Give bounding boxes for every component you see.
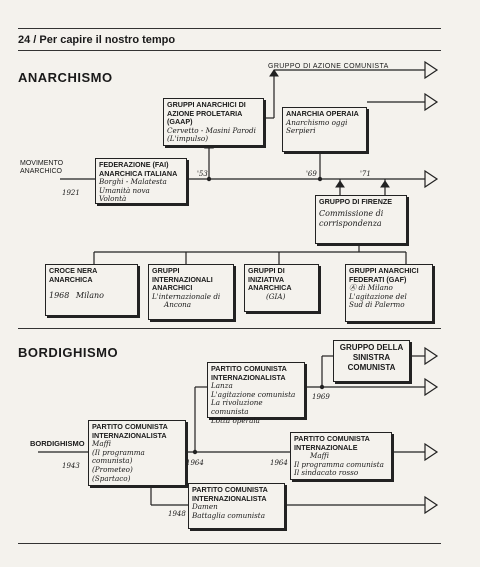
- croce-title: CROCE NERA ANARCHICA: [49, 266, 98, 284]
- gaap-note: (L'impulso): [167, 134, 209, 144]
- pci-internaz-title: PARTITO COMUNISTA INTERNAZIONALE: [294, 434, 370, 452]
- label-year-71: '71: [360, 170, 371, 178]
- pci-internaz-note: Il programma comunista: [294, 459, 384, 469]
- fai-note: Volontà: [99, 194, 127, 204]
- pci-lanza-note: Lotta operaia: [211, 415, 260, 425]
- gaf-title: GRUPPI ANARCHICI FEDERATI (GAF): [349, 266, 419, 284]
- pci-lanza-note: La rivoluzione comunista: [211, 398, 263, 416]
- label-year-1943: 1943: [62, 462, 80, 470]
- box-pci-damen: PARTITO COMUNISTA INTERNAZIONALISTA Dame…: [188, 483, 285, 529]
- fai-note: Umanità nova: [99, 185, 150, 195]
- section-title-anarchism: ANARCHISMO: [18, 70, 113, 85]
- label-year-1948: 1948: [168, 510, 186, 518]
- label-year-1969: 1969: [312, 393, 330, 401]
- box-anarchia-operaia: ANARCHIA OPERAIA Anarchismo oggi Serpier…: [282, 107, 367, 152]
- label-year-53: '53: [197, 170, 208, 178]
- label-azione-comunista: GRUPPO DI AZIONE COMUNISTA: [268, 63, 389, 70]
- gia-int-note: L'internazionale di: [152, 291, 221, 301]
- operaia-note: Serpieri: [286, 126, 316, 136]
- gia-code: (GIA): [266, 291, 286, 301]
- label-movement: MOVIMENTO ANARCHICO: [20, 160, 64, 175]
- box-pci-internazionale: PARTITO COMUNISTA INTERNAZIONALE Maffi I…: [290, 432, 392, 480]
- header-rule-bottom: [18, 50, 441, 51]
- label-year-69: '69: [306, 170, 317, 178]
- pci-main-note: (Spartaco): [92, 473, 131, 483]
- pci-damen-note: Battaglia comunista: [192, 510, 265, 520]
- footer-rule: [18, 543, 441, 544]
- pci-main-title: PARTITO COMUNISTA INTERNAZIONALISTA: [92, 422, 168, 440]
- operaia-note: Anarchismo oggi: [286, 117, 348, 127]
- gaap-people: Cervetto - Masini Parodi: [167, 125, 256, 135]
- firenze-title: GRUPPO DI FIRENZE: [319, 197, 393, 206]
- box-sinistra-comunista: GRUPPO DELLA SINISTRA COMUNISTA: [333, 340, 410, 382]
- box-fai: FEDERAZIONE (FAI) ANARCHICA ITALIANA Bor…: [95, 158, 187, 204]
- box-pci-lanza: PARTITO COMUNISTA INTERNAZIONALISTA Lanz…: [207, 362, 305, 424]
- pci-internaz-people: Maffi: [310, 451, 330, 461]
- croce-city: Milano: [75, 291, 104, 301]
- label-year-1964b: 1964: [270, 459, 288, 467]
- gaf-note: Sud di Palermo: [349, 300, 405, 310]
- box-gaf: GRUPPI ANARCHICI FEDERATI (GAF) Ⓐ di Mil…: [345, 264, 433, 322]
- box-gia: GRUPPI DI INIZIATIVA ANARCHICA (GIA): [244, 264, 319, 312]
- box-firenze: GRUPPO DI FIRENZE Commissione di corrisp…: [315, 195, 407, 244]
- pci-lanza-title: PARTITO COMUNISTA INTERNAZIONALISTA: [211, 364, 287, 382]
- box-croce-nera: CROCE NERA ANARCHICA 1968 Milano: [45, 264, 138, 316]
- fai-title: FEDERAZIONE (FAI) ANARCHICA ITALIANA: [99, 160, 178, 178]
- pci-main-note: (Prometeo): [92, 464, 133, 474]
- gaf-note: L'agitazione del: [349, 291, 407, 301]
- gia-int-note: Ancona: [164, 300, 192, 310]
- croce-year: 1968: [49, 291, 70, 301]
- gia-title: GRUPPI DI INIZIATIVA ANARCHICA: [248, 266, 292, 293]
- pci-lanza-people: Lanza: [211, 381, 233, 391]
- pci-internaz-note: Il sindacato rosso: [294, 468, 359, 478]
- section-title-bordighism: BORDIGHISMO: [18, 345, 119, 360]
- box-gaap: GRUPPI ANARCHICI DI AZIONE PROLETARIA (G…: [163, 98, 264, 146]
- label-bordighismo: BORDIGHISMO: [30, 439, 85, 448]
- pci-damen-people: Damen: [192, 502, 218, 512]
- sinistra-title: GRUPPO DELLA SINISTRA COMUNISTA: [339, 343, 404, 372]
- section-divider: [18, 328, 441, 329]
- gaf-note: Ⓐ di Milano: [349, 283, 393, 293]
- box-gruppi-internazionali: GRUPPI INTERNAZIONALI ANARCHICI L'intern…: [148, 264, 234, 320]
- page-header: 24 / Per capire il nostro tempo: [18, 34, 176, 46]
- fai-people: Borghi - Malatesta: [99, 177, 167, 187]
- arrow-heads: [424, 60, 439, 515]
- pci-main-note: (Il programma comunista): [92, 447, 145, 466]
- label-year-1964a: 1964: [186, 459, 204, 467]
- firenze-note: Commissione di corrispondenza: [319, 208, 384, 228]
- pci-lanza-note: L'agitazione comunista: [211, 389, 296, 399]
- gia-int-title: GRUPPI INTERNAZIONALI ANARCHICI: [152, 266, 213, 293]
- gaap-title: GRUPPI ANARCHICI DI AZIONE PROLETARIA (G…: [167, 100, 246, 127]
- box-pci-main: PARTITO COMUNISTA INTERNAZIONALISTA Maff…: [88, 420, 186, 486]
- pci-damen-title: PARTITO COMUNISTA INTERNAZIONALISTA: [192, 485, 268, 503]
- label-year-1921: 1921: [62, 189, 80, 197]
- operaia-title: ANARCHIA OPERAIA: [286, 109, 359, 118]
- header-rule-top: [18, 28, 441, 29]
- pci-main-people: Maffi: [92, 439, 112, 449]
